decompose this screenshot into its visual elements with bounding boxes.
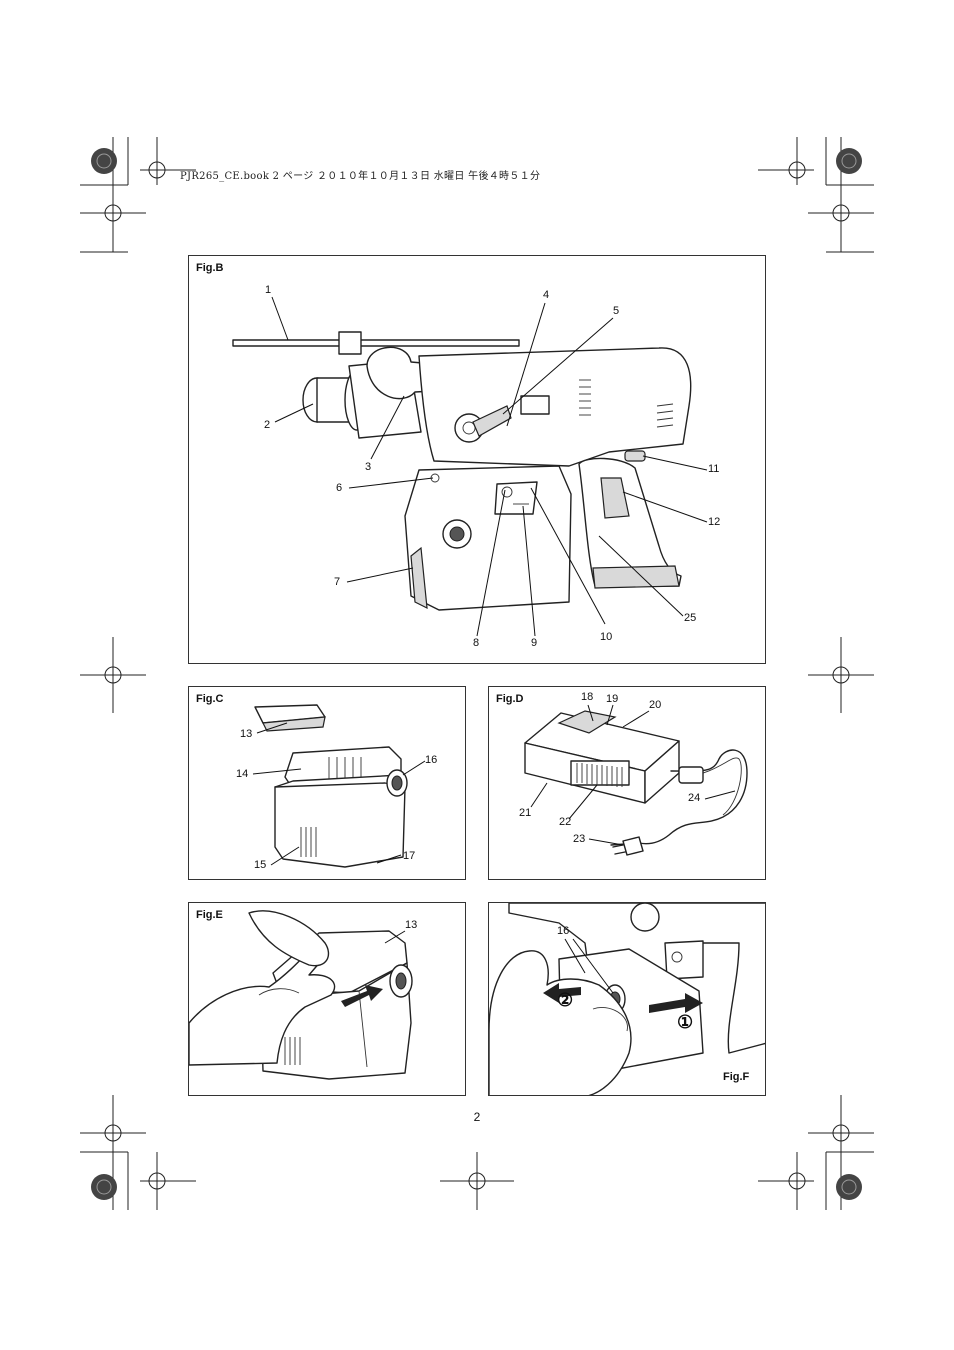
- callout-5: 5: [613, 305, 620, 317]
- callout-14: 14: [236, 768, 249, 780]
- figure-label: Fig.F: [723, 1071, 750, 1083]
- step-marker-1: ①: [677, 1012, 694, 1032]
- figure-label: Fig.B: [196, 262, 224, 274]
- step-marker-2: ②: [557, 990, 574, 1010]
- callout-24: 24: [688, 792, 701, 804]
- callout-20: 20: [649, 699, 662, 711]
- callout-22: 22: [559, 816, 572, 828]
- figure-e: Fig.E 13: [188, 902, 466, 1096]
- callout-12: 12: [708, 516, 721, 528]
- callout-4: 4: [543, 289, 550, 301]
- callout-25: 25: [684, 612, 697, 624]
- figure-c: Fig.C 13 14 15 16 17: [188, 686, 466, 880]
- figure-d: Fig.D: [488, 686, 766, 880]
- battery-illustration: [252, 704, 426, 868]
- callout-7: 7: [334, 576, 341, 588]
- callout-9: 9: [531, 637, 538, 649]
- callout-13: 13: [405, 919, 418, 931]
- rotary-hammer-illustration: [232, 296, 708, 637]
- figure-label: Fig.D: [496, 693, 524, 705]
- callout-15: 15: [254, 859, 267, 871]
- attach-battery-illustration: [489, 903, 765, 1095]
- page-number: 2: [473, 1110, 481, 1124]
- figure-b: Fig.B: [188, 255, 766, 664]
- callout-3: 3: [365, 461, 372, 473]
- callout-8: 8: [473, 637, 480, 649]
- callout-21: 21: [519, 807, 532, 819]
- callout-11: 11: [708, 463, 720, 475]
- figure-f: 16 ② ① Fig.F: [488, 902, 766, 1096]
- figure-label: Fig.C: [196, 693, 224, 705]
- callout-23: 23: [573, 833, 586, 845]
- figure-label: Fig.E: [196, 909, 223, 921]
- callout-17: 17: [403, 850, 416, 862]
- callout-1: 1: [265, 284, 272, 296]
- callout-19: 19: [606, 693, 619, 705]
- book-header-text: PJR265_CE.book 2 ページ ２０１０年１０月１３日 水曜日 午後４…: [180, 171, 541, 182]
- callout-18: 18: [581, 691, 594, 703]
- remove-cover-illustration: [189, 910, 413, 1080]
- charger-illustration: [524, 704, 748, 856]
- callout-6: 6: [336, 482, 343, 494]
- callout-10: 10: [600, 631, 613, 643]
- registration-marks: [80, 137, 874, 1210]
- callout-13: 13: [240, 728, 253, 740]
- callout-16: 16: [557, 925, 570, 937]
- callout-16: 16: [425, 754, 438, 766]
- callout-2: 2: [264, 419, 271, 431]
- color-target-marks: [91, 148, 862, 1200]
